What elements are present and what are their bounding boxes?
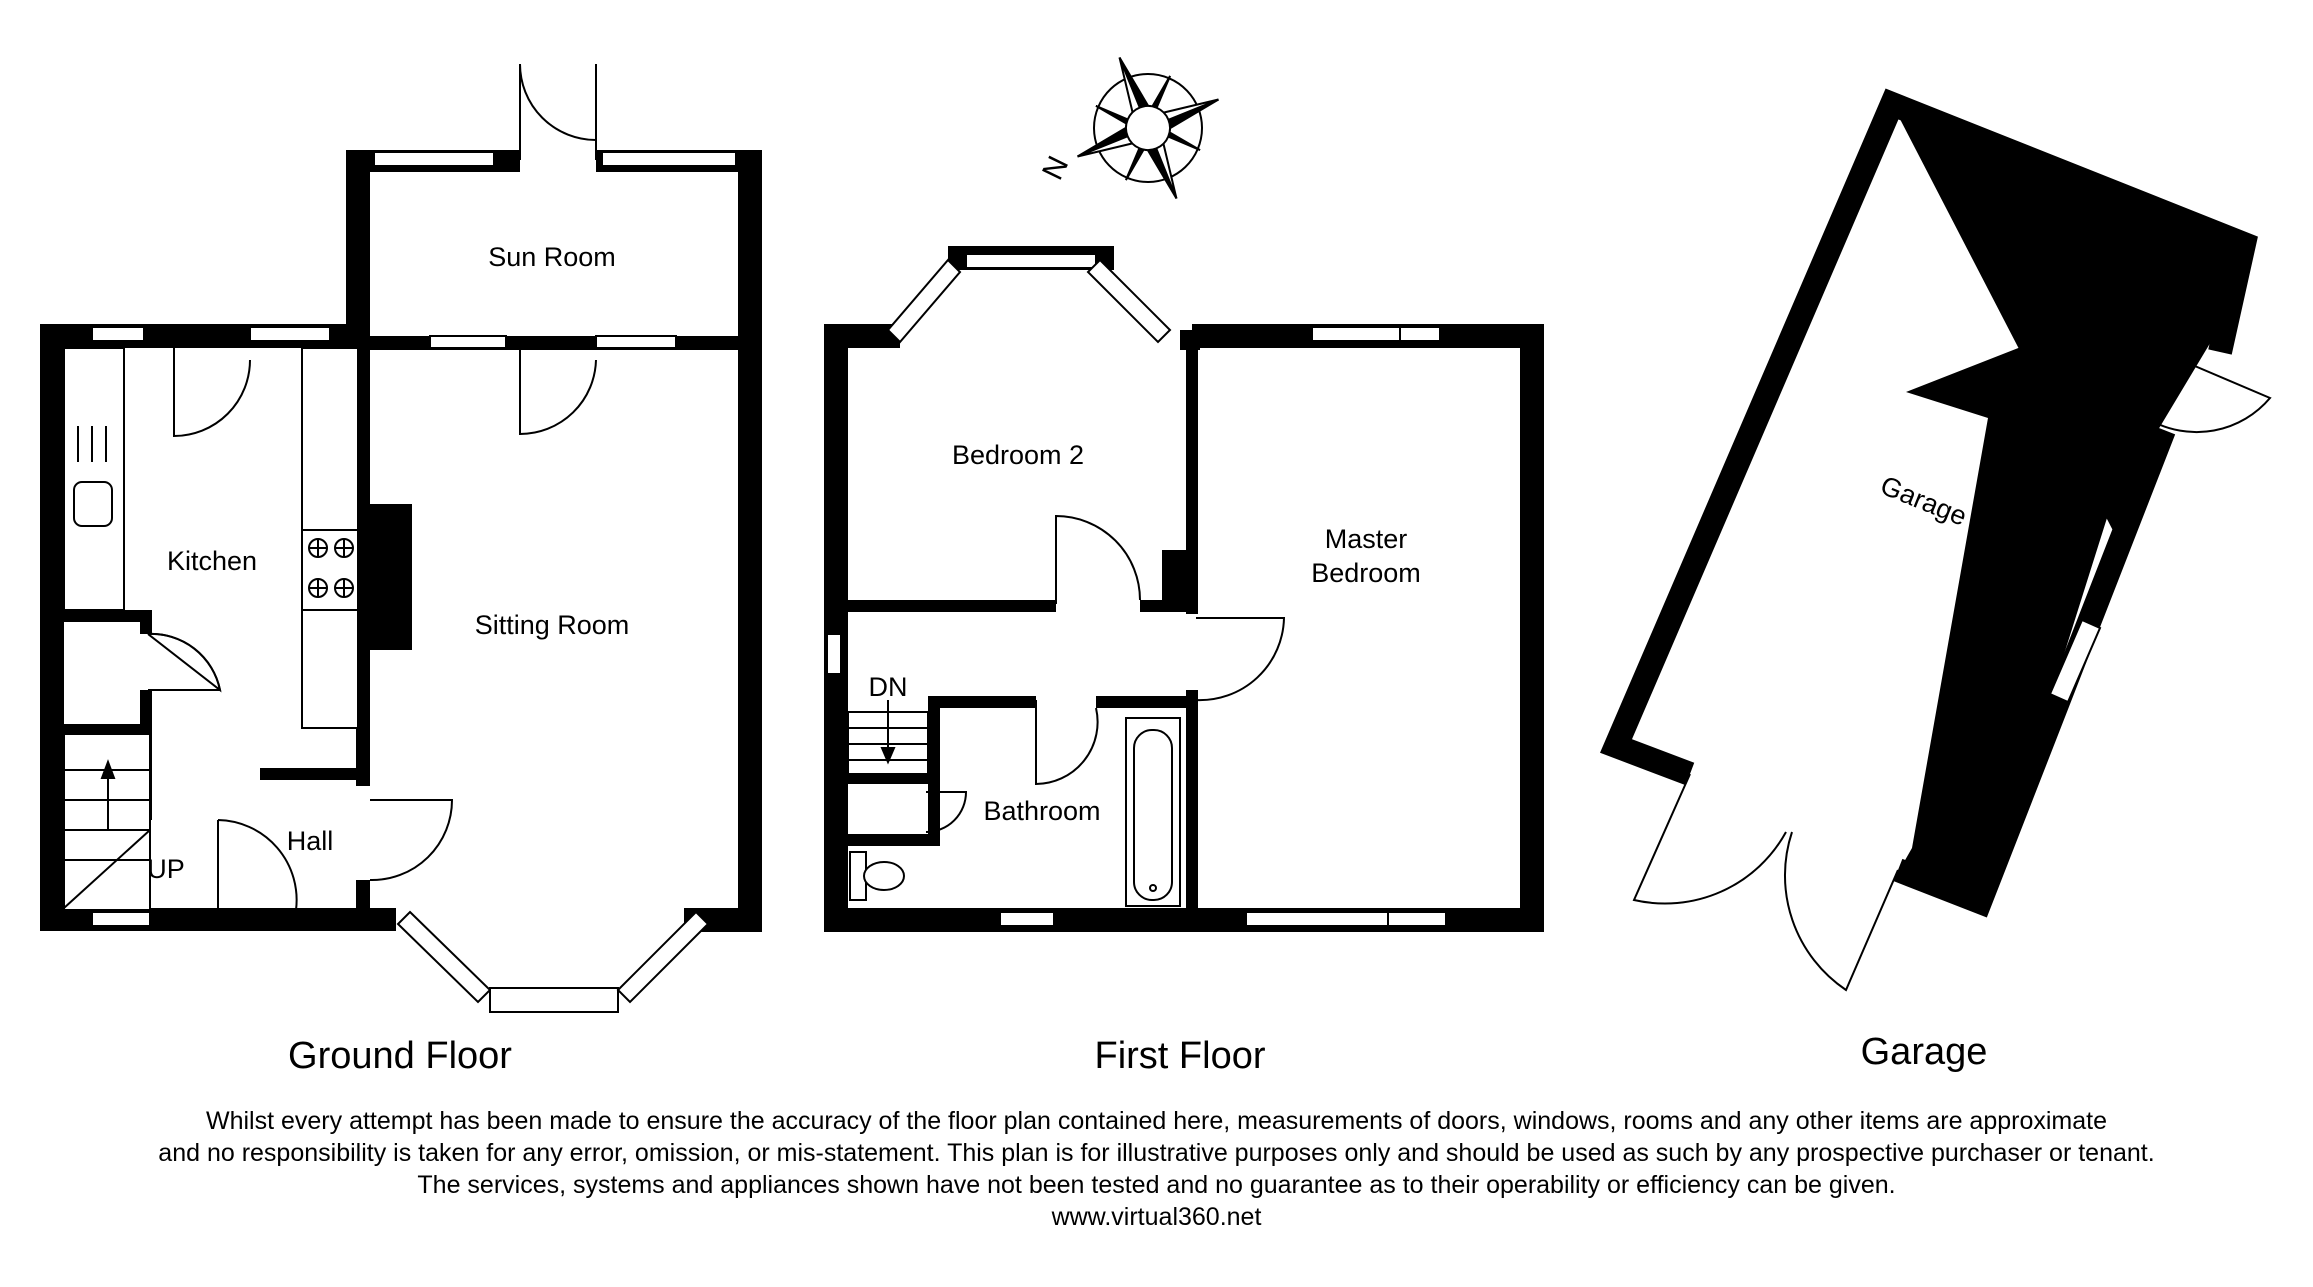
window — [595, 335, 677, 349]
garage-walls — [1886, 92, 2254, 908]
garage-wall — [1893, 425, 2176, 918]
wall — [940, 696, 1036, 708]
window — [601, 151, 737, 167]
door-swing — [519, 63, 597, 160]
room-label-bathroom: Bathroom — [983, 796, 1100, 826]
wall — [848, 834, 940, 846]
wall — [928, 696, 940, 844]
wall — [64, 724, 150, 734]
floor-title-first: First Floor — [1095, 1035, 1266, 1077]
garage-plan — [1600, 88, 2272, 992]
window — [2048, 618, 2102, 704]
window — [91, 911, 151, 927]
first-floor-details — [826, 253, 1447, 927]
window — [1311, 326, 1441, 342]
disclaimer-line: Whilst every attempt has been made to en… — [206, 1107, 2107, 1135]
window — [826, 633, 842, 675]
disclaimer: Whilst every attempt has been made to en… — [0, 1105, 2313, 1233]
bay-window — [1086, 258, 1172, 344]
room-label-hall: Hall — [287, 826, 334, 856]
ground-floor-details — [63, 151, 737, 1013]
bay-window — [616, 910, 710, 1004]
room-label-bedroom-2: Bedroom 2 — [952, 440, 1084, 470]
room-label-master-bedroom: Master — [1325, 524, 1408, 554]
room-label-garage: Garage — [1876, 470, 1971, 532]
wall — [1096, 696, 1198, 708]
wall — [824, 324, 900, 348]
stairs-arrow — [100, 759, 116, 779]
chimney-breast — [368, 504, 412, 650]
wall — [848, 774, 928, 784]
disclaimer-line: The services, systems and appliances sho… — [417, 1171, 1896, 1199]
window — [373, 151, 495, 167]
door-swing — [1632, 773, 1787, 905]
kitchen-counter — [63, 347, 125, 611]
stairs-label-up: UP — [147, 854, 185, 884]
disclaimer-line: and no responsibility is taken for any e… — [158, 1139, 2155, 1167]
wall — [1186, 690, 1198, 910]
wall — [738, 150, 762, 932]
wall — [64, 610, 148, 622]
wall — [1140, 600, 1198, 612]
room-label-kitchen: Kitchen — [167, 546, 257, 576]
wall — [40, 324, 64, 931]
bay-window — [396, 910, 492, 1004]
door-swing — [925, 791, 968, 833]
stairs-arrow — [880, 747, 896, 765]
window — [965, 253, 1097, 269]
door-swing — [1784, 831, 1899, 992]
room-label-sitting-room: Sitting Room — [475, 610, 630, 640]
room-label-sun-room: Sun Room — [488, 242, 616, 272]
floor-title-ground: Ground Floor — [288, 1035, 512, 1077]
wall — [140, 610, 152, 634]
wall — [260, 768, 356, 780]
wall — [346, 150, 370, 348]
sink — [73, 481, 113, 527]
wall — [848, 600, 1056, 612]
window — [91, 326, 145, 342]
ground-floor-doors — [147, 63, 597, 911]
wall — [346, 336, 762, 350]
garage-wall — [1600, 88, 2258, 786]
door-swing — [1195, 617, 1286, 702]
door-swing — [1055, 514, 1141, 604]
door-swing — [1035, 700, 1099, 786]
wall — [296, 908, 396, 931]
stairs-label-dn: DN — [869, 672, 908, 702]
room-label-master-bedroom: Bedroom — [1311, 558, 1421, 588]
wall — [1186, 336, 1198, 614]
wall — [356, 336, 370, 786]
window — [999, 911, 1055, 927]
first-floor-doors — [925, 514, 1286, 833]
first-floor-plan — [824, 246, 1544, 932]
door-swing — [519, 348, 597, 436]
door-swing — [173, 348, 251, 438]
floor-title-garage: Garage — [1861, 1031, 1988, 1073]
wall — [1520, 324, 1544, 932]
door-swing — [369, 799, 454, 882]
window — [249, 326, 331, 342]
compass-north-label: N — [1036, 151, 1075, 185]
wall — [356, 880, 370, 930]
window — [429, 335, 507, 349]
door-swing — [217, 819, 298, 911]
wall — [824, 324, 848, 932]
bay-window — [489, 987, 619, 1013]
door-swing — [2149, 357, 2272, 434]
wall — [40, 908, 300, 931]
window — [1245, 911, 1447, 927]
website-link[interactable]: www.virtual360.net — [1051, 1203, 1262, 1231]
bay-window — [886, 258, 962, 344]
compass-rose — [1077, 57, 1219, 199]
